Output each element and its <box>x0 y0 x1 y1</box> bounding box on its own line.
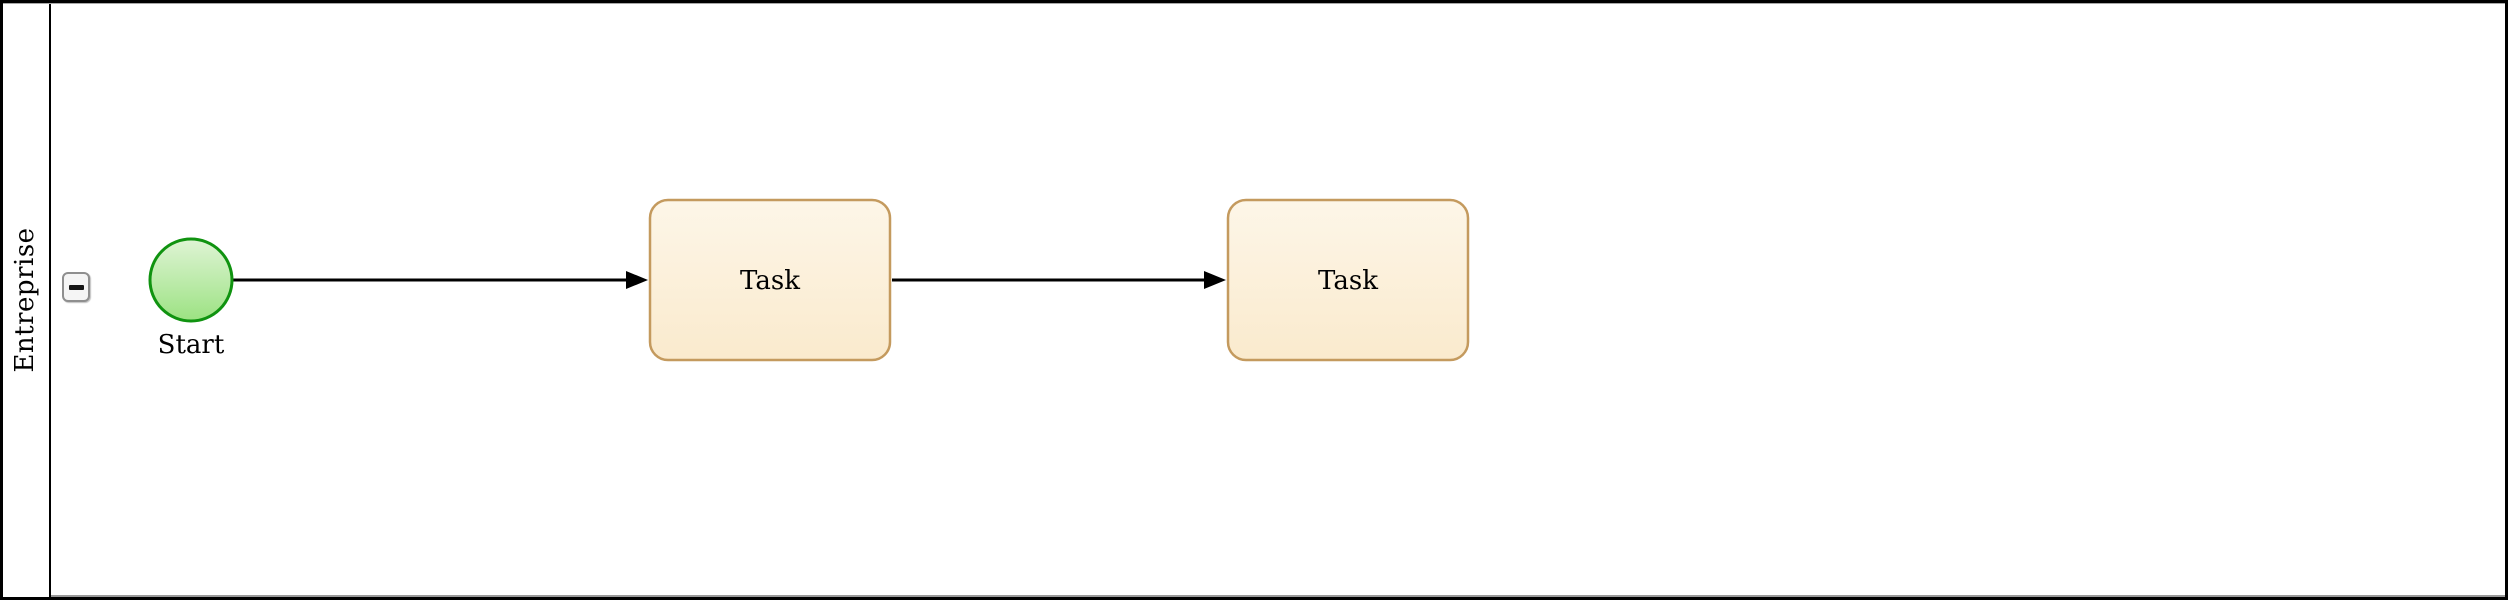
task2-shape[interactable] <box>1226 198 1470 362</box>
start-event-circle[interactable] <box>148 237 234 323</box>
minus-icon <box>68 284 84 290</box>
pool-collapse-button[interactable] <box>62 272 90 302</box>
task2-label: Task <box>1318 266 1378 296</box>
pool-lane-header[interactable]: Entreprise <box>0 0 51 600</box>
sequence-flow-start-to-task1[interactable] <box>233 271 648 289</box>
start-event-node[interactable]: Start <box>148 237 234 360</box>
arrowhead-icon <box>626 271 648 289</box>
sequence-flow-task1-to-task2[interactable] <box>892 271 1226 289</box>
start-event-label: Start <box>158 330 225 360</box>
task1-node[interactable]: Task <box>648 198 892 362</box>
task2-node[interactable]: Task <box>1226 198 1470 362</box>
task1-label: Task <box>740 266 800 296</box>
arrowhead-icon <box>1204 271 1226 289</box>
task1-shape[interactable] <box>648 198 892 362</box>
